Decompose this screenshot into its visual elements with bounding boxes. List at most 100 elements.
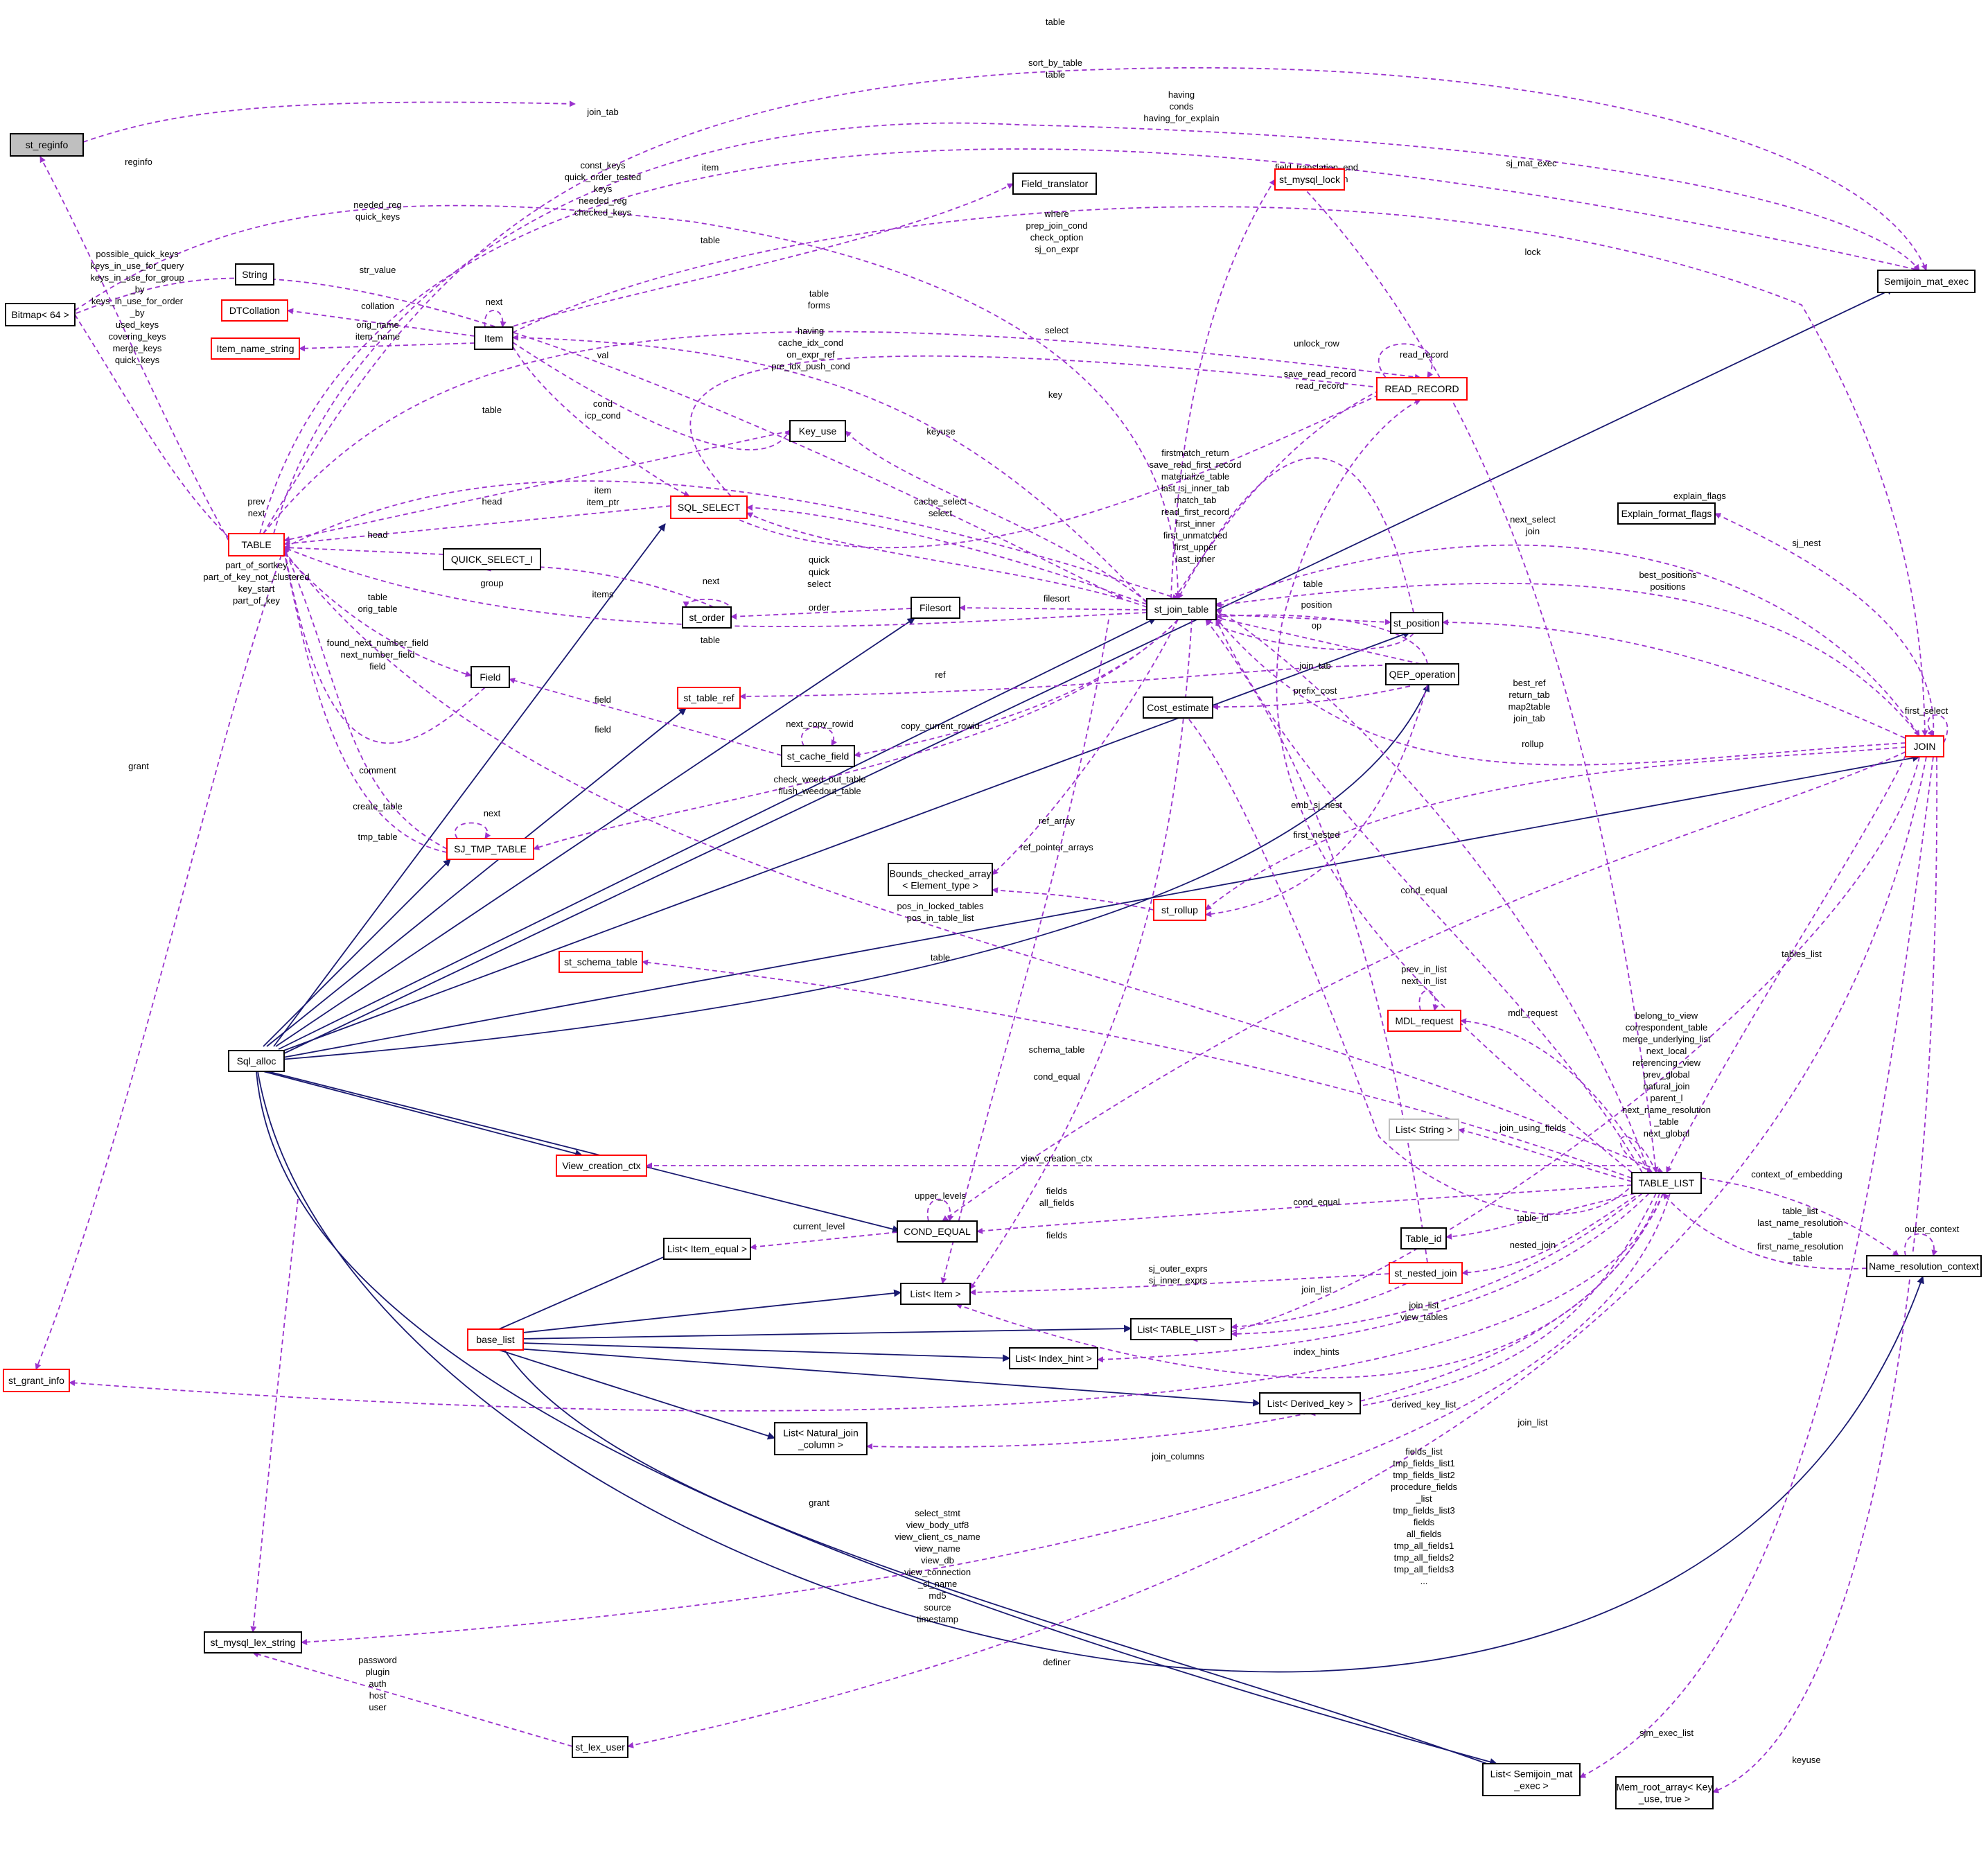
class-node-sql-select[interactable]: SQL_SELECT (670, 495, 748, 519)
class-node-field[interactable]: Field (470, 666, 510, 688)
class-node-st-mysql-lock[interactable]: st_mysql_lock (1274, 168, 1345, 191)
usage-edge (1215, 613, 1428, 665)
class-node-list-semijoin-mat-exec[interactable]: List< Semijoin_mat_exec > (1482, 1763, 1581, 1796)
class-node-st-mysql-lex-string[interactable]: st_mysql_lex_string (204, 1631, 302, 1653)
class-node-semijoin-mat-exec[interactable]: Semijoin_mat_exec (1877, 270, 1976, 293)
usage-edge (283, 480, 1179, 600)
node-label: Mem_root_array< Key_use, true > (1617, 1782, 1713, 1805)
node-label: Sql_alloc (237, 1055, 276, 1067)
node-label: st_schema_table (564, 956, 637, 967)
class-node-st-table-ref[interactable]: st_table_ref (677, 687, 741, 709)
node-label: TABLE_LIST (1639, 1177, 1695, 1188)
usage-edge (512, 206, 1928, 737)
class-node-quick-select-i[interactable]: QUICK_SELECT_I (443, 548, 541, 570)
usage-edge (505, 183, 1014, 329)
class-node-st-nested-join[interactable]: st_nested_join (1389, 1262, 1463, 1284)
usage-edge (1205, 746, 1906, 911)
usage-edge (1215, 619, 1643, 1173)
class-node-list-table-list[interactable]: List< TABLE_LIST > (1130, 1318, 1232, 1340)
node-box (204, 1631, 302, 1653)
class-node-cond-equal[interactable]: COND_EQUAL (897, 1220, 978, 1243)
class-node-bitmap[interactable]: Bitmap< 64 > (5, 303, 76, 326)
class-node-string[interactable]: String (235, 263, 274, 286)
usage-edge (250, 1198, 299, 1633)
edge-label-nested-join: nested_join (1510, 1240, 1556, 1250)
class-node-st-position[interactable]: st_position (1390, 612, 1443, 634)
class-node-st-lex-user[interactable]: st_lex_user (572, 1736, 628, 1758)
class-node-join[interactable]: JOIN (1905, 735, 1944, 757)
usage-edge (1170, 179, 1276, 599)
node-box (1259, 1392, 1361, 1414)
class-node-table-id[interactable]: Table_id (1400, 1227, 1447, 1249)
usage-edge (926, 1198, 954, 1222)
node-box (888, 863, 993, 896)
edge-label-table-id: table_id (1517, 1213, 1549, 1223)
edge-label-tables-list: tables_list (1782, 949, 1822, 959)
node-box (235, 263, 274, 286)
class-node-sj-tmp-table[interactable]: SJ_TMP_TABLE (446, 838, 534, 860)
node-label: List< Natural_join_column > (783, 1428, 859, 1450)
class-node-explain-format-flags[interactable]: Explain_format_flags (1617, 502, 1716, 525)
node-box (10, 133, 84, 157)
inheritance-edge (516, 1348, 1261, 1407)
node-box (1389, 1262, 1463, 1284)
edge-label-head-sql: head (482, 496, 502, 507)
inheritance-edge (498, 1247, 684, 1330)
node-box (1617, 502, 1716, 525)
node-label: Field_translator (1021, 178, 1089, 189)
class-node-item-name-string[interactable]: Item_name_string (211, 337, 300, 360)
class-node-list-string[interactable]: List< String > (1389, 1119, 1459, 1141)
class-node-list-natural-join-column[interactable]: List< Natural_join_column > (774, 1422, 868, 1455)
inheritance-edge (282, 754, 1921, 1058)
node-label: st_rollup (1161, 904, 1198, 915)
class-node-qep-operation[interactable]: QEP_operation (1385, 663, 1459, 685)
usage-edge (273, 122, 1920, 534)
class-node-st-cache-field[interactable]: st_cache_field (781, 745, 855, 767)
class-node-mem-root-array[interactable]: Mem_root_array< Key_use, true > (1615, 1776, 1714, 1809)
edge-label-select: select (1045, 325, 1068, 335)
class-node-table[interactable]: TABLE (228, 533, 285, 556)
class-node-list-derived-key[interactable]: List< Derived_key > (1259, 1392, 1361, 1414)
class-node-name-resolution-context[interactable]: Name_resolution_context (1866, 1255, 1982, 1277)
class-node-item[interactable]: Item (474, 326, 513, 350)
usage-edge (283, 546, 1147, 627)
usage-edge (1097, 1193, 1650, 1363)
class-node-table-list[interactable]: TABLE_LIST (1631, 1172, 1702, 1194)
usage-edge (283, 552, 472, 677)
class-node-st-grant-info[interactable]: st_grant_info (3, 1369, 70, 1392)
usage-edge (969, 619, 1193, 1290)
class-node-st-schema-table[interactable]: st_schema_table (558, 951, 643, 973)
usage-edge (1378, 343, 1434, 378)
class-node-st-join-table[interactable]: st_join_table (1146, 598, 1217, 620)
class-node-key-use[interactable]: Key_use (789, 420, 846, 442)
usage-edge (533, 619, 1179, 850)
inheritance-edge (279, 683, 1430, 1060)
class-node-sql-alloc[interactable]: Sql_alloc (228, 1050, 285, 1072)
class-node-st-reginfo[interactable]: st_reginfo (10, 133, 84, 157)
class-node-st-order[interactable]: st_order (682, 606, 732, 629)
class-node-list-index-hint[interactable]: List< Index_hint > (1009, 1347, 1098, 1369)
class-node-read-record[interactable]: READ_RECORD (1376, 377, 1468, 401)
class-node-list-item-equal[interactable]: List< Item_equal > (663, 1238, 751, 1260)
class-node-field-translator[interactable]: Field_translator (1012, 173, 1097, 195)
class-node-list-item[interactable]: List< Item > (900, 1283, 971, 1305)
usage-edge (1666, 755, 1906, 1173)
class-node-cost-estimate[interactable]: Cost_estimate (1143, 696, 1213, 719)
edge-label-field-ref: field (595, 694, 611, 705)
node-label: READ_RECORD (1384, 383, 1459, 394)
usage-edge (1215, 617, 1906, 766)
class-node-st-rollup[interactable]: st_rollup (1153, 899, 1206, 921)
class-node-dtcollation[interactable]: DTCollation (221, 299, 288, 322)
class-node-filesort[interactable]: Filesort (911, 597, 960, 619)
class-node-bounds-checked-array[interactable]: Bounds_checked_array< Element_type > (888, 863, 993, 896)
class-node-base-list[interactable]: base_list (467, 1328, 524, 1351)
class-node-view-creation-ctx[interactable]: View_creation_ctx (556, 1155, 647, 1177)
inheritance-edge (522, 1342, 1011, 1362)
usage-edge (74, 204, 1181, 599)
node-label: TABLE (241, 539, 271, 550)
class-node-mdl-request[interactable]: MDL_request (1387, 1010, 1461, 1032)
